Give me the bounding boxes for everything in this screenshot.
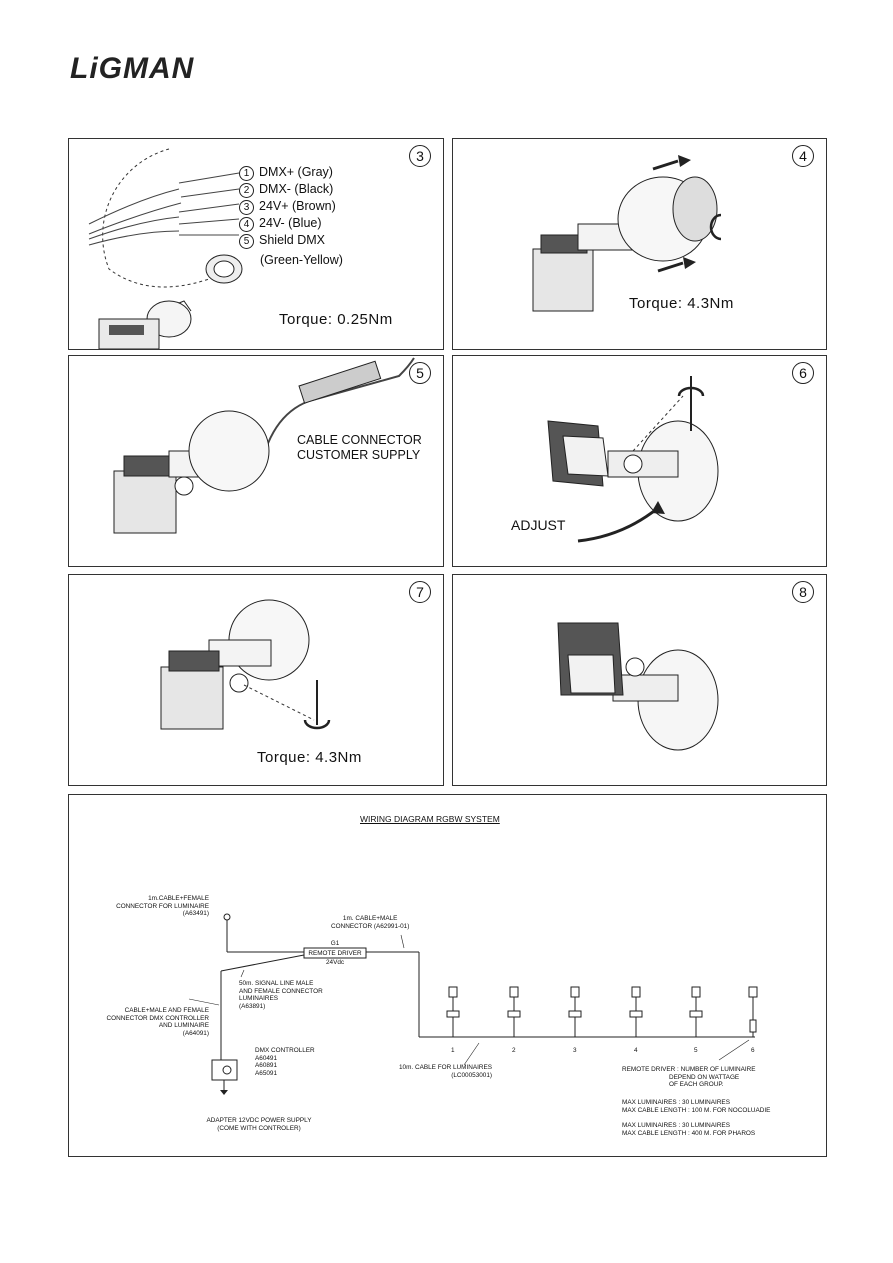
label-line: A65091 (255, 1069, 278, 1077)
torque-label: Torque: 4.3Nm (629, 295, 734, 312)
wire-number: 4 (239, 217, 254, 232)
wire-list: 1 DMX+ (Gray) 2 DMX- (Black) 3 24V+ (Brown)… (239, 164, 343, 268)
luminaire-number: 6 (751, 1047, 755, 1054)
cable-connector-illustration (113, 357, 415, 534)
wiring-diagram-title: WIRING DIAGRAM RGBW SYSTEM (360, 814, 500, 824)
label-line: CABLE+MALE AND FEMALE (124, 1007, 209, 1014)
label-line: (A63891) (239, 1002, 266, 1010)
driver-notes: REMOTE DRIVER : NUMBER OF LUMINAIRE DEPE… (622, 1066, 756, 1089)
luminaire-number: 4 (634, 1047, 638, 1054)
step-number: 4 (792, 145, 814, 167)
luminaire-number: 2 (512, 1047, 516, 1054)
luminaires-graphic (446, 986, 758, 1037)
label-line: CONNECTOR DMX CONTROLLER (106, 1014, 210, 1022)
panel-step-3: 3 1 DMX+ (Gray) 2 DMX- (Black) 3 24V+ (Brow… (68, 138, 444, 350)
wire-label: 24V- (Blue) (259, 216, 322, 230)
wire-connection-illustration (88, 148, 243, 349)
label-line: CONNECTOR (A62991-01) (331, 922, 410, 930)
torque-label: Torque: 4.3Nm (257, 749, 362, 766)
step-number: 8 (792, 581, 814, 603)
label-line: 10m. CABLE FOR LUMINAIRES (399, 1064, 493, 1071)
label-line: OF EACH GROUP. (669, 1081, 724, 1089)
label-line: (A63491) (182, 910, 209, 918)
ligman-logo-graphic: LiGMAN (70, 52, 195, 85)
wire-5-continuation: (Green-Yellow) (260, 253, 343, 267)
adjust-illustration (547, 376, 719, 543)
wiring-diagram-panel: WIRING DIAGRAM RGBW SYSTEM 1m.CABLE+FEMA… (68, 794, 827, 1157)
luminaire-number: 1 (451, 1047, 455, 1054)
label-line: CONNECTOR FOR LUMINAIRE (116, 902, 209, 910)
label-line: 50m. SIGNAL LINE MALE (239, 980, 314, 987)
pharos-notes: MAX LUMINAIRES : 30 LUMINAIRES MAX CABLE… (622, 1122, 755, 1137)
luminaire-number: 5 (694, 1047, 698, 1054)
label-line: 1m.CABLE+FEMALE (148, 895, 209, 902)
step-number: 6 (792, 362, 814, 384)
wire-item-5: 5 Shield DMX (239, 232, 343, 249)
wire-item-1: 1 DMX+ (Gray) (239, 164, 343, 181)
label-line: (A64091) (182, 1029, 209, 1037)
label-line: MAX CABLE LENGTH : 100 M. FOR NOCOLUADIE (622, 1106, 771, 1114)
panel-step-8: 8 (452, 574, 827, 786)
nocoluadie-notes: MAX LUMINAIRES : 30 LUMINAIRES MAX CABLE… (622, 1099, 770, 1114)
label-line: MAX CABLE LENGTH : 400 M. FOR PHAROS (622, 1129, 756, 1137)
torque-label: Torque: 0.25Nm (279, 311, 393, 328)
driver-voltage: 24Vdc (326, 959, 345, 966)
label-line: REMOTE DRIVER : NUMBER OF LUMINAIRE (622, 1066, 756, 1073)
wire-number: 3 (239, 200, 254, 215)
driver-id: G1 (330, 940, 340, 947)
brand-text: LiGMAN (70, 52, 195, 84)
wire-item-3: 3 24V+ (Brown) (239, 198, 343, 215)
step-number: 5 (409, 362, 431, 384)
adapter-label: ADAPTER 12VDC POWER SUPPLY (COME WITH CO… (189, 1117, 329, 1132)
mounting-illustration (532, 155, 722, 312)
wire-number: 5 (239, 234, 254, 249)
wire-item-4: 4 24V- (Blue) (239, 215, 343, 232)
adjust-label: ADJUST (511, 517, 566, 533)
step-number: 3 (409, 145, 431, 167)
tightening-illustration (160, 599, 331, 730)
label-line: (COME WITH CONTROLER) (217, 1124, 301, 1132)
label-line: AND FEMALE CONNECTOR (239, 987, 323, 995)
note-line-2: CUSTOMER SUPPLY (297, 448, 421, 462)
step-number: 7 (409, 581, 431, 603)
dmx-controller-label: DMX CONTROLLER A60491 A60891 A65091 (255, 1047, 315, 1077)
remote-driver-label: REMOTE DRIVER (308, 950, 362, 957)
luminaire-number: 3 (573, 1047, 577, 1054)
label-line: A60491 (255, 1054, 278, 1062)
wire-item-2: 2 DMX- (Black) (239, 181, 343, 198)
cable-connector-note: CABLE CONNECTOR CUSTOMER SUPPLY (297, 433, 422, 463)
wire-label: Shield DMX (259, 233, 325, 247)
panel-step-4: 4 Torque: 4.3Nm (452, 138, 827, 350)
label-line: MAX LUMINAIRES : 30 LUMINAIRES (622, 1122, 730, 1129)
panel-step-6: 6 ADJUST (452, 355, 827, 567)
luminaire-cable-label: 10m. CABLE FOR LUMINAIRES (LC00053001) (399, 1064, 492, 1079)
panel-step-7: 7 Torque: 4.3Nm (68, 574, 444, 786)
label-line: DMX CONTROLLER (255, 1047, 315, 1054)
wire-label: 24V+ (Brown) (259, 199, 336, 213)
final-assembly-illustration (557, 622, 719, 751)
wire-number: 1 (239, 166, 254, 181)
note-line-1: CABLE CONNECTOR (297, 433, 422, 447)
label-line: 1m. CABLE+MALE (342, 915, 398, 922)
dmx-cable-label: CABLE+MALE AND FEMALE CONNECTOR DMX CONT… (89, 1007, 210, 1037)
label-line: LUMINAIRES (239, 995, 279, 1003)
male-connector-label: 1m. CABLE+MALE CONNECTOR (A62991-01) (331, 915, 409, 930)
label-line: DEPEND ON WATTAGE (669, 1073, 740, 1081)
wire-number: 2 (239, 183, 254, 198)
signal-line-label: 50m. SIGNAL LINE MALE AND FEMALE CONNECT… (239, 980, 323, 1010)
ligman-logo: LiGMAN (68, 50, 233, 85)
label-line: ADAPTER 12VDC POWER SUPPLY (206, 1117, 312, 1124)
label-line: MAX LUMINAIRES : 30 LUMINAIRES (622, 1099, 730, 1106)
female-connector-label: 1m.CABLE+FEMALE CONNECTOR FOR LUMINAIRE … (109, 895, 209, 918)
wire-label: DMX- (Black) (259, 182, 334, 196)
label-line: (LC00053001) (451, 1071, 493, 1079)
label-line: AND LUMINAIRE (158, 1022, 209, 1030)
wire-label: DMX+ (Gray) (259, 165, 333, 179)
label-line: A60891 (255, 1062, 278, 1070)
panel-step-5: 5 CABLE CONNECTOR CUSTOMER SUPPLY (68, 355, 444, 567)
wiring-diagram-graphic (188, 913, 758, 1095)
